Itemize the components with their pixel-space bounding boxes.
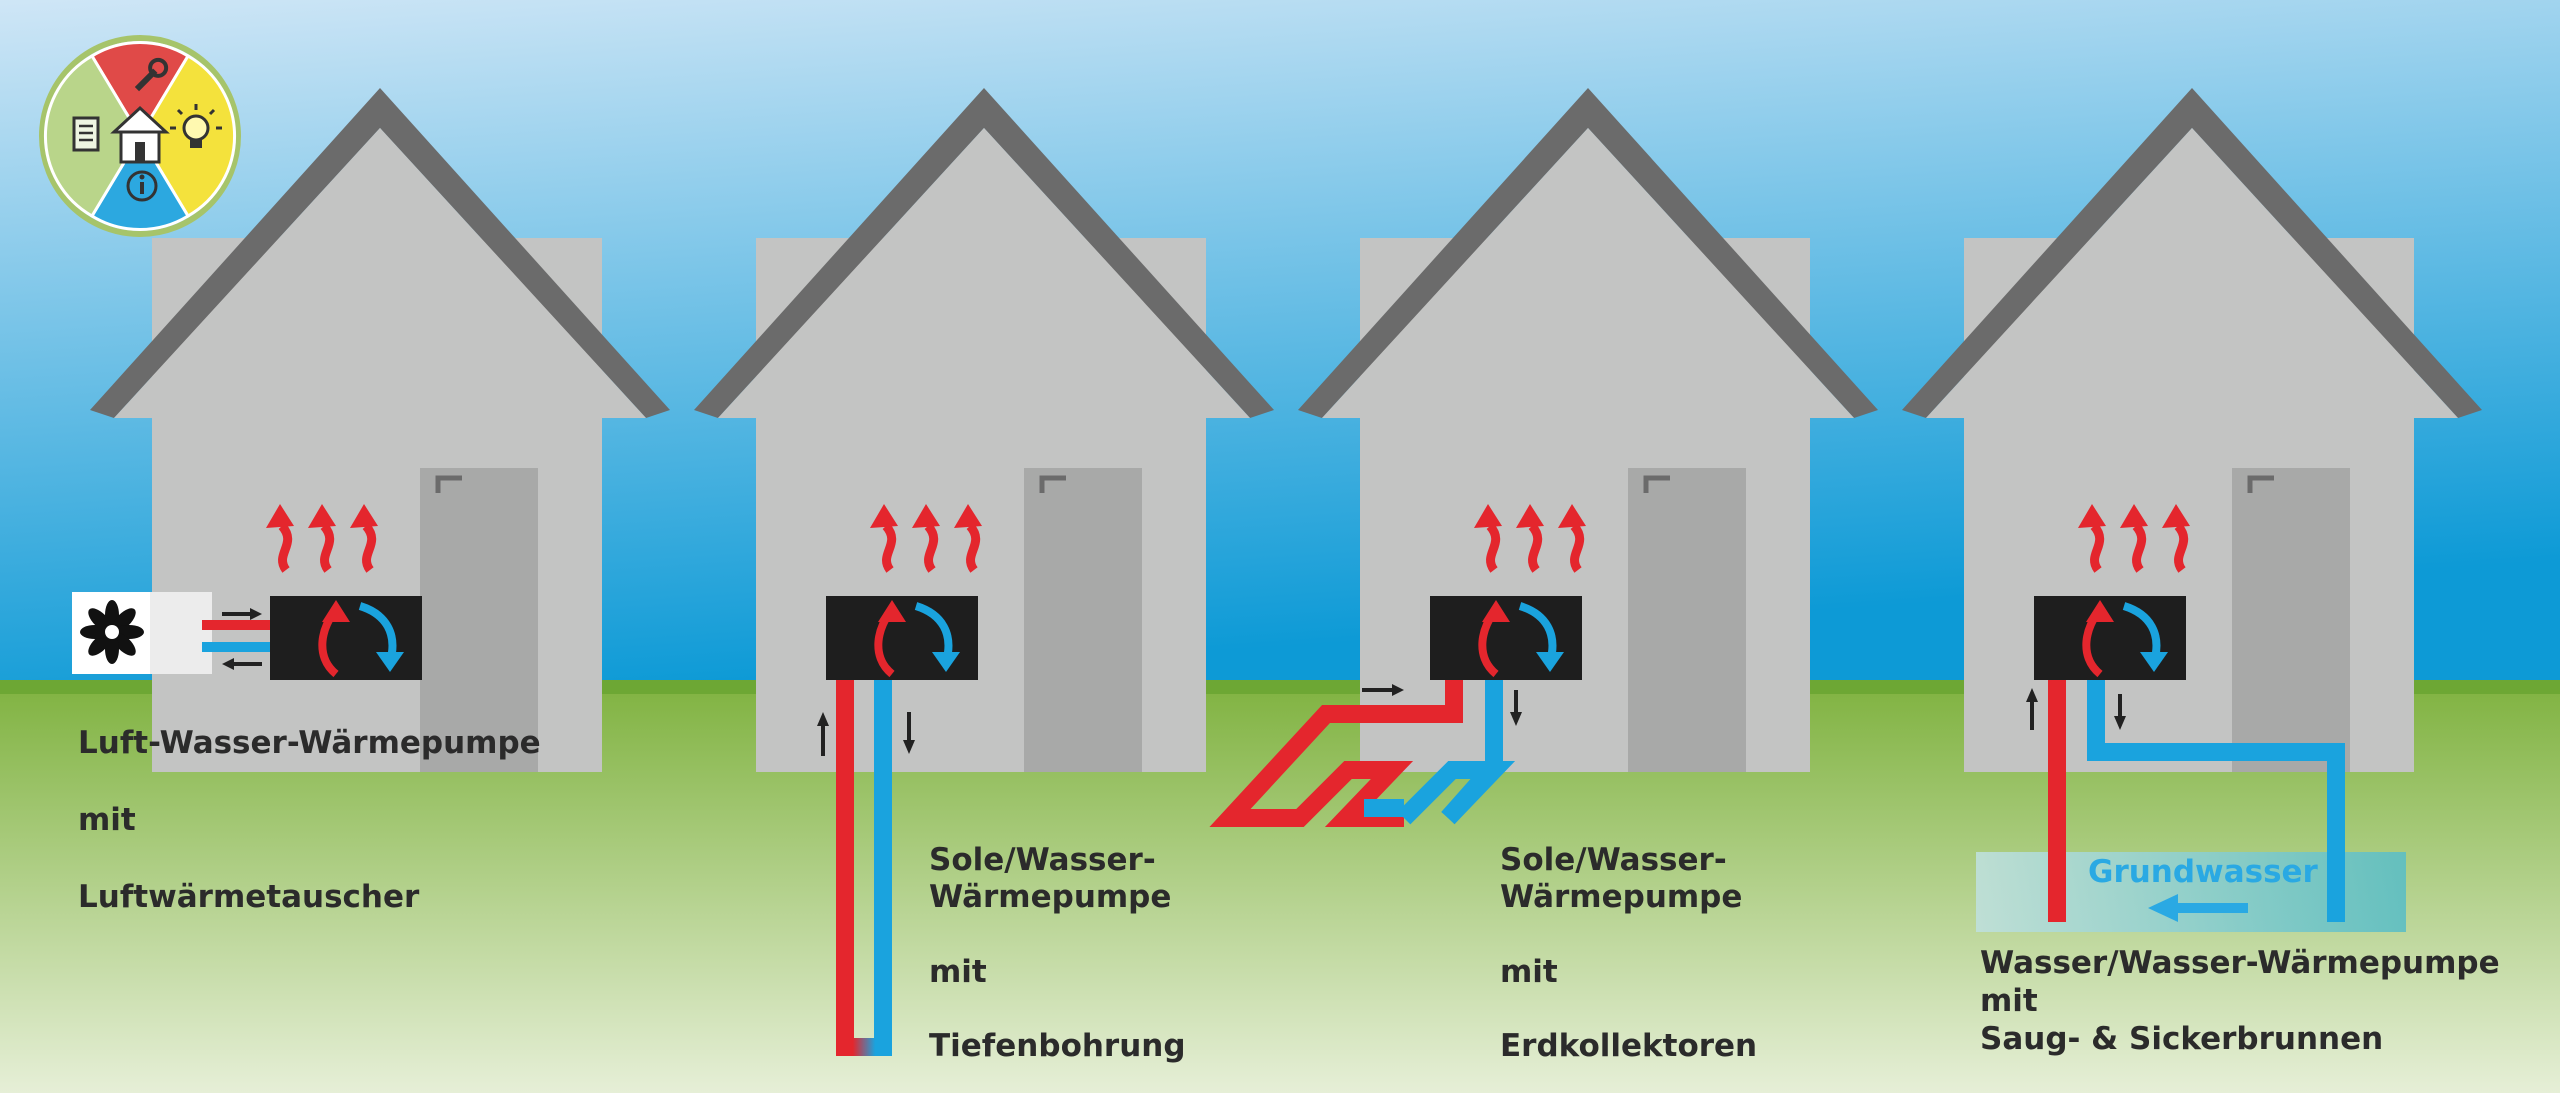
groundwater-wells [1976,672,2406,932]
logo [39,35,241,237]
grass-edge [0,680,2560,694]
heat-pump-unit [826,596,978,680]
heat-pump-unit [270,596,422,680]
heat-pump-unit [1430,596,1582,680]
borehole-loop [817,672,915,1056]
lightbulb-icon [170,104,222,148]
info-icon [126,170,158,202]
house-icon [110,105,170,164]
ground-collector [1209,672,1522,827]
borehole-source: Tiefenbohrung [929,1028,1186,1064]
air-pump-source: Luftwärmetauscher [78,879,420,915]
borehole-title-1: Sole/Wasser- [929,842,1156,878]
air-pump-with: mit [78,802,136,838]
collector-source: Erdkollektoren [1500,1028,1758,1064]
borehole-title-2: Wärmepumpe [929,879,1172,915]
borehole-with: mit [929,954,987,990]
document-icon [72,116,100,152]
water-pump-source: Saug- & Sickerbrunnen [1980,1021,2384,1057]
collector-title-1: Sole/Wasser- [1500,842,1727,878]
air-pump-title: Luft-Wasser-Wärmepumpe [78,725,541,761]
water-pump-title: Wasser/Wasser-Wärmepumpe [1980,945,2500,981]
heat-pump-unit [2034,596,2186,680]
flow-arrow-head [2148,894,2178,922]
water-pump-with: mit [1980,983,2038,1019]
wrench-icon [134,57,169,92]
collector-title-2: Wärmepumpe [1500,879,1743,915]
groundwater-label: Grundwasser [2088,854,2318,890]
fan-icon [80,600,144,664]
collector-with: mit [1500,954,1558,990]
air-heat-exchanger [72,592,270,674]
